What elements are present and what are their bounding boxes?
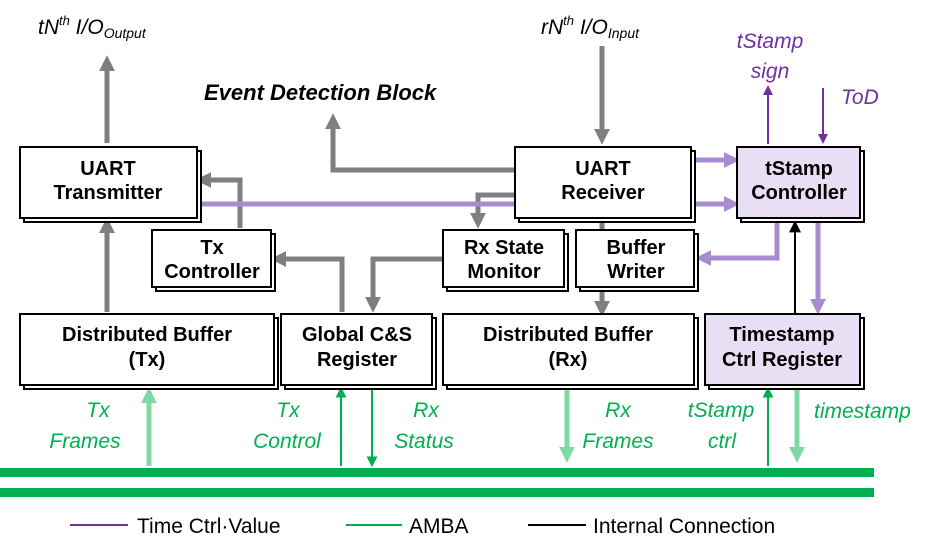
- rx-frames-label-1: Rx: [605, 399, 632, 422]
- uart-receiver-label-1: UART: [575, 158, 631, 180]
- tx-control-label-1: Tx: [276, 399, 301, 422]
- tstamp-ctrl-label-1: tStamp: [688, 399, 755, 422]
- distributed-buffer-tx-label-1: Distributed Buffer: [62, 324, 232, 346]
- event-detection-label: Event Detection Block: [204, 80, 438, 105]
- legend-internal-label: Internal Connection: [593, 515, 775, 538]
- tstamp-sign-label-1: tStamp: [737, 30, 804, 53]
- event-detection-arrow: [324, 113, 514, 173]
- tx-frames-label-1: Tx: [86, 399, 111, 422]
- input-io-label: rNth I/OInput: [541, 13, 640, 41]
- distributed-buffer-rx-label-1: Distributed Buffer: [483, 324, 653, 346]
- tstamp-controller-block: tStamp Controller: [736, 146, 865, 223]
- tod-label: ToD: [841, 86, 879, 109]
- uart-receiver-block: UART Receiver: [514, 146, 696, 223]
- rx-state-monitor-block: Rx State Monitor: [442, 229, 569, 292]
- tstamp-ctrl-label-2: ctrl: [708, 430, 737, 453]
- legend-time-ctrl-label: Time Ctrl·Value: [137, 515, 281, 538]
- tx-controller-label-2: Controller: [164, 261, 260, 283]
- amba-bus-top: [0, 468, 874, 477]
- timestamp-ctrl-register-block: Timestamp Ctrl Register: [704, 313, 865, 390]
- rxmonitor-to-global-arrow: [364, 256, 443, 313]
- legend: Time Ctrl·Value AMBA Internal Connection: [70, 515, 775, 538]
- txctrl-to-uarttx-arrow: [195, 171, 243, 228]
- tstamp-to-bufferwriter-arrow: [695, 220, 780, 267]
- uart-transmitter-label-2: Transmitter: [54, 182, 163, 204]
- timestamp-label: timestamp: [814, 400, 911, 423]
- rx-status-label-2: Status: [394, 430, 454, 453]
- buffer-writer-block: Buffer Writer: [575, 229, 699, 292]
- tstamp-sign-label-2: sign: [751, 60, 790, 83]
- rx-status-label-1: Rx: [413, 399, 440, 422]
- buffer-writer-label-1: Buffer: [607, 237, 666, 259]
- global-cs-register-label-1: Global C&S: [302, 324, 412, 346]
- global-cs-register-label-2: Register: [317, 349, 397, 371]
- uart-transmitter-block: UART Transmitter: [19, 146, 202, 223]
- global-to-txctrl-arrow: [270, 250, 345, 312]
- tstamp-controller-label-2: Controller: [751, 182, 847, 204]
- output-io-label: tNth I/OOutput: [38, 13, 147, 41]
- timestamp-ctrl-register-label-2: Ctrl Register: [722, 349, 842, 371]
- tx-controller-label-1: Tx: [200, 237, 223, 259]
- rx-state-monitor-label-1: Rx State: [464, 237, 544, 259]
- rx-state-monitor-label-2: Monitor: [467, 261, 541, 283]
- legend-amba-label: AMBA: [409, 515, 469, 538]
- global-cs-register-block: Global C&S Register: [280, 313, 437, 390]
- distributed-buffer-tx-label-2: (Tx): [129, 349, 166, 371]
- buffer-writer-label-2: Writer: [607, 261, 665, 283]
- tx-control-label-2: Control: [253, 430, 322, 453]
- receiver-to-rxmonitor-arrow: [469, 192, 514, 229]
- tstamp-controller-label-1: tStamp: [765, 158, 833, 180]
- distributed-buffer-rx-block: Distributed Buffer (Rx): [442, 313, 699, 390]
- amba-bus-bottom: [0, 488, 874, 497]
- tx-controller-block: Tx Controller: [151, 229, 276, 292]
- uart-receiver-label-2: Receiver: [561, 182, 645, 204]
- distributed-buffer-tx-block: Distributed Buffer (Tx): [19, 313, 279, 390]
- timestamp-ctrl-register-label-1: Timestamp: [729, 324, 834, 346]
- uart-transmitter-label-1: UART: [80, 158, 136, 180]
- distributed-buffer-rx-label-2: (Rx): [549, 349, 588, 371]
- rx-frames-label-2: Frames: [582, 430, 654, 453]
- tx-frames-label-2: Frames: [49, 430, 121, 453]
